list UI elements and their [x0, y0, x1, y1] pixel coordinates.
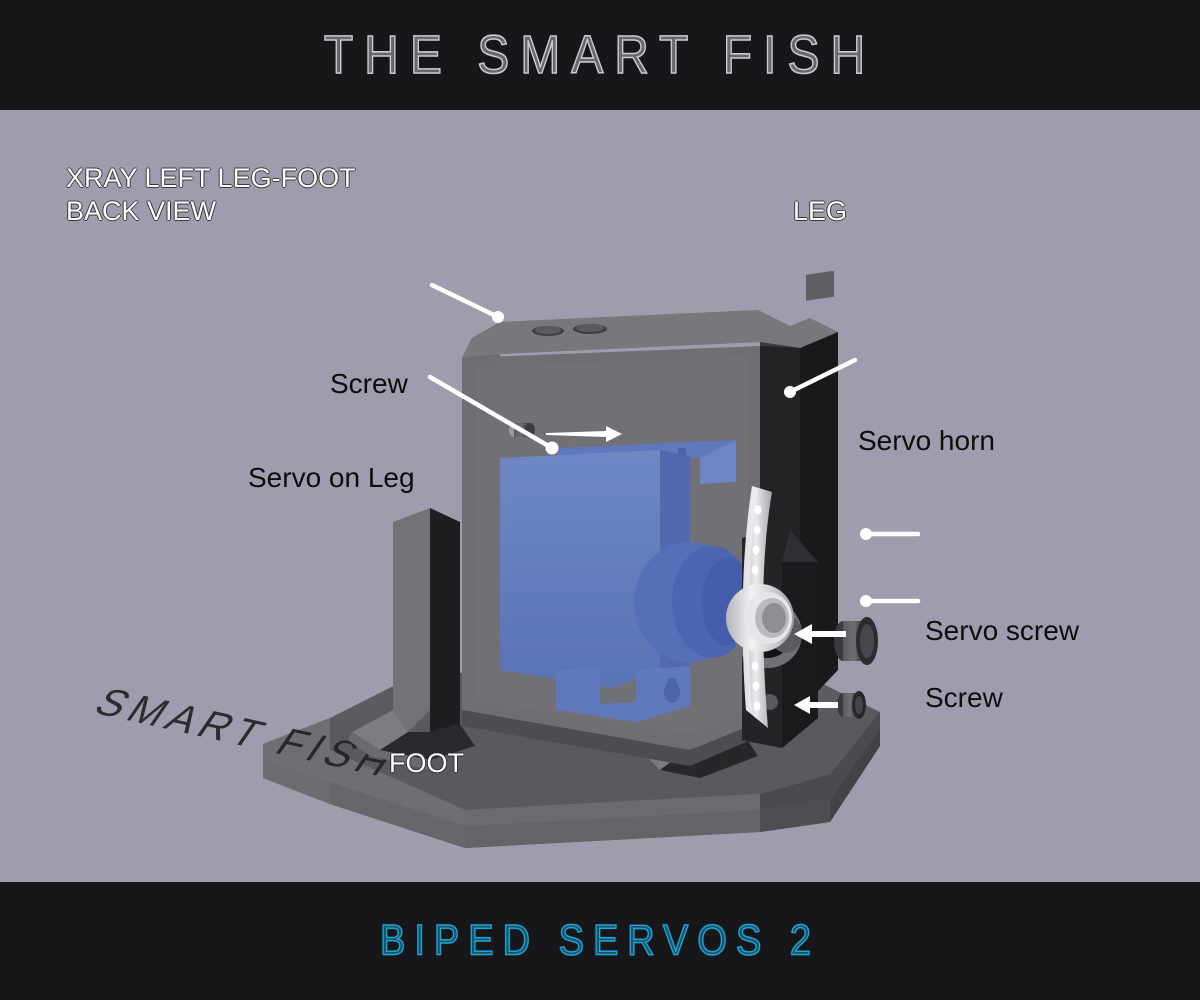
label-servo-horn: Servo horn [858, 425, 995, 456]
page-title: THE SMART FISH [323, 25, 877, 86]
left-support-pillar [348, 508, 475, 770]
view-title-line1: XRAY LEFT LEG-FOOT [66, 163, 356, 193]
servo-screw-part [834, 617, 878, 665]
assembly-illustration: SMART FISH [86, 270, 921, 848]
label-screw-bottom: Screw [925, 682, 1003, 713]
label-servo-screw: Servo screw [925, 615, 1080, 646]
bottom-banner: BIPED SERVOS 2 [0, 882, 1200, 1000]
label-leg: LEG [793, 196, 848, 226]
view-title-line2: BACK VIEW [66, 196, 217, 226]
page-subtitle: BIPED SERVOS 2 [379, 916, 820, 964]
label-servo-on-leg: Servo on Leg [248, 462, 415, 493]
assembly-arrows [546, 426, 846, 714]
servo-xray [500, 440, 754, 722]
leader-dots [492, 311, 872, 607]
screw-part [837, 691, 866, 719]
leader-lines [427, 282, 921, 604]
label-screw-top: Screw [330, 368, 408, 399]
servo-horn [726, 486, 794, 728]
render-stage: SMART FISH [0, 110, 1200, 882]
top-banner: THE SMART FISH [0, 0, 1200, 110]
label-foot: FOOT [389, 748, 464, 778]
